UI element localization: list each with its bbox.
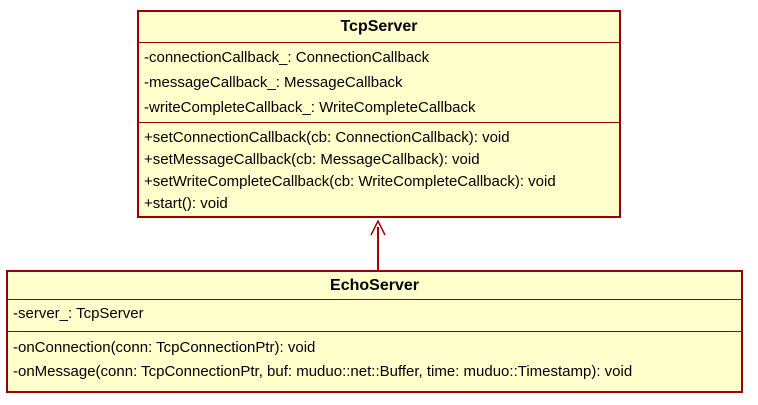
method-item: +start(): void bbox=[144, 195, 228, 212]
class-box-echoserver: EchoServer -server_: TcpServer -onConnec… bbox=[6, 270, 743, 393]
attribute-item: -connectionCallback_: ConnectionCallback bbox=[144, 49, 430, 66]
methods-section-echoserver: -onConnection(conn: TcpConnectionPtr): v… bbox=[8, 332, 741, 391]
method-item: +setWriteCompleteCallback(cb: WriteCompl… bbox=[144, 173, 556, 190]
class-name-echoserver: EchoServer bbox=[8, 272, 741, 300]
attribute-item: -messageCallback_: MessageCallback bbox=[144, 74, 403, 91]
attributes-section-echoserver: -server_: TcpServer bbox=[8, 300, 741, 332]
class-box-tcpserver: TcpServer -connectionCallback_: Connecti… bbox=[137, 10, 621, 218]
attribute-item: -server_: TcpServer bbox=[13, 305, 144, 322]
method-item: -onConnection(conn: TcpConnectionPtr): v… bbox=[13, 339, 316, 356]
method-item: +setConnectionCallback(cb: ConnectionCal… bbox=[144, 129, 510, 146]
class-name-tcpserver: TcpServer bbox=[139, 12, 619, 43]
attribute-item: -writeCompleteCallback_: WriteCompleteCa… bbox=[144, 99, 476, 116]
method-item: -onMessage(conn: TcpConnectionPtr, buf: … bbox=[13, 363, 633, 380]
attributes-section-tcpserver: -connectionCallback_: ConnectionCallback… bbox=[139, 43, 619, 123]
inheritance-arrowhead-icon bbox=[370, 219, 386, 236]
methods-section-tcpserver: +setConnectionCallback(cb: ConnectionCal… bbox=[139, 123, 619, 214]
method-item: +setMessageCallback(cb: MessageCallback)… bbox=[144, 151, 480, 168]
